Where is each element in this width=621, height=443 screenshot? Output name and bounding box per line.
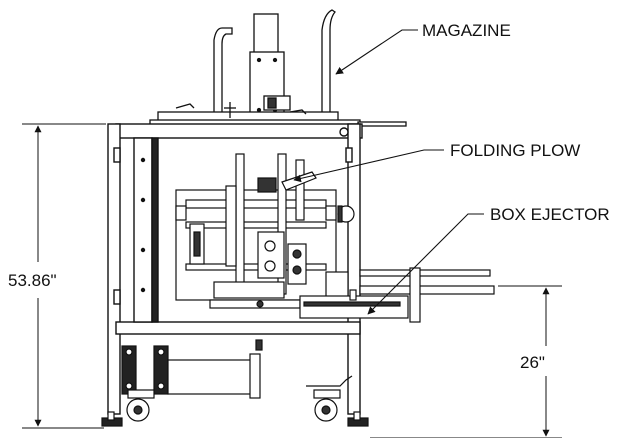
overall-height-dimension: 53.86" — [8, 271, 57, 290]
magazine-label: MAGAZINE — [422, 21, 511, 40]
conveyor-height-dimension: 26" — [520, 353, 545, 372]
box-ejector-assembly — [299, 267, 495, 323]
folding-plow-label: FOLDING PLOW — [450, 141, 580, 160]
machine-frame — [107, 123, 363, 415]
box-ejector-label: BOX EJECTOR — [490, 205, 610, 224]
base-assembly — [101, 339, 369, 427]
magazine-assembly — [149, 9, 407, 127]
folding-plow-assembly — [175, 153, 355, 309]
leader-lines — [293, 29, 484, 315]
